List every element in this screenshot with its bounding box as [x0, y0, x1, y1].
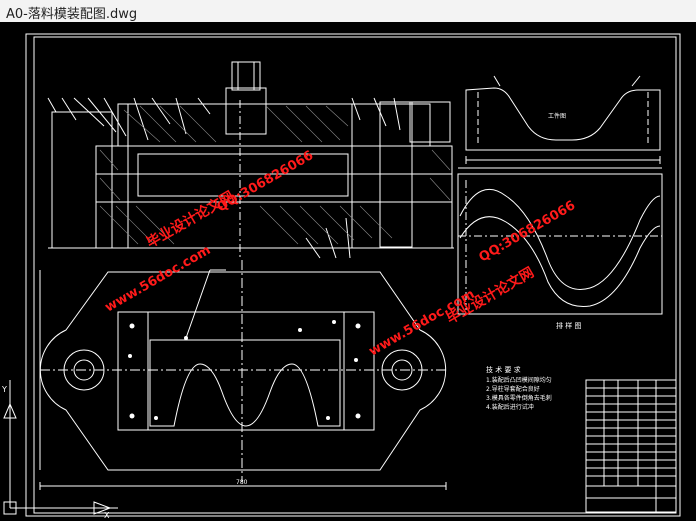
tech-note-4: 4.装配后进行试冲	[486, 403, 534, 411]
plan-view	[39, 260, 447, 490]
tech-note-3: 3.模具各零件倒角去毛刺	[486, 394, 552, 402]
tech-note-1: 1.装配后凸凹模间隙均匀	[486, 376, 552, 384]
outer-frame	[25, 33, 681, 517]
layout-label: 排 样 图	[556, 321, 581, 330]
watermark-site-2: www.56doc.com	[367, 287, 478, 360]
watermark-site-1: www.56doc.com	[103, 243, 214, 316]
tech-note-2: 2.导柱导套配合良好	[486, 385, 540, 393]
assembly-section-view	[47, 61, 454, 260]
drawing-canvas[interactable]: 工件图 排 样 图 技 术 要 求 1.装配后凸凹模间隙均匀 2.导柱导套配合良…	[0, 22, 696, 521]
strip-layout	[457, 167, 663, 315]
watermark-qq-1: QQ:306826066	[215, 148, 317, 215]
cad-drawing: 工件图 排 样 图 技 术 要 求 1.装配后凸凹模间隙均匀 2.导柱导套配合良…	[1, 33, 681, 520]
overall-dimension: 780	[236, 479, 248, 486]
ucs-x-label: X	[104, 511, 110, 520]
inner-frame	[33, 36, 677, 514]
part-label: 工件图	[548, 112, 566, 120]
title-block	[585, 379, 677, 513]
window-title: A0-落料模装配图.dwg	[6, 7, 138, 22]
title-bar: A0-落料模装配图.dwg	[0, 0, 696, 23]
section-hatching	[99, 105, 451, 245]
watermark-qq-2: QQ:306826066	[477, 198, 579, 265]
part-drawing	[465, 75, 661, 164]
ucs-icon	[3, 380, 118, 515]
plan-holes	[128, 320, 361, 420]
ucs-y-label: Y	[1, 385, 7, 394]
tech-title: 技 术 要 求	[486, 365, 521, 374]
